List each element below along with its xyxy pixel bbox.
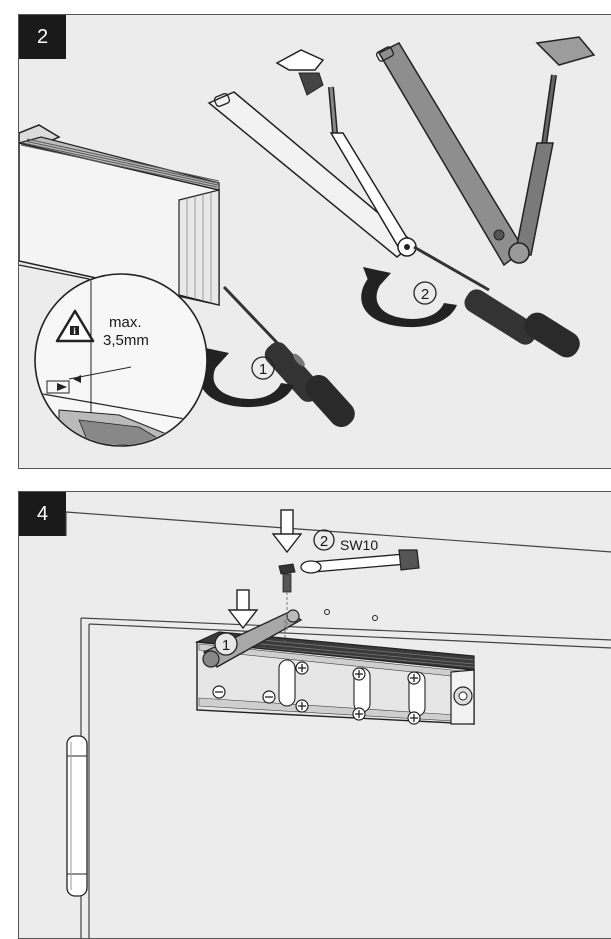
lever-arm-light [207, 49, 417, 258]
svg-text:i: i [73, 326, 76, 336]
warning-text-line-2: 3,5mm [103, 332, 149, 349]
callout-1-number: 1 [259, 361, 267, 378]
screwdriver-1 [222, 285, 355, 428]
screwdriver-2 [413, 245, 580, 358]
door-frame [65, 511, 611, 938]
callout-2-circle [413, 281, 437, 305]
step-2-panel: 2 [18, 14, 611, 469]
step-2-illustration: 1 i max. 3,5mm [19, 36, 596, 447]
bolt [278, 563, 296, 632]
step-number: 4 [36, 502, 49, 525]
door-hinge [66, 735, 88, 897]
down-arrow-1 [227, 589, 259, 630]
mounting-hole [324, 609, 330, 615]
warning-icon: i [55, 309, 95, 343]
mounting-hole [372, 615, 378, 621]
step-number-badge: 2 [19, 15, 66, 59]
callout-1-circle [251, 356, 275, 380]
callout-2-circle [313, 529, 335, 551]
magnifier-inset [34, 273, 208, 447]
lever-arm-dark [375, 36, 596, 267]
rotation-arrow-1 [199, 347, 294, 408]
warning-text-line-1: max. [109, 314, 142, 331]
step-number: 2 [36, 25, 49, 48]
wrench-size-label: SW10 [340, 537, 378, 553]
step-4-panel: 4 [18, 491, 611, 939]
door-closer-body [194, 631, 475, 725]
callout-1-number: 1 [222, 637, 230, 654]
callout-2-number: 2 [421, 286, 429, 303]
rotation-arrow-2 [361, 267, 457, 328]
wrench-icon [300, 549, 420, 574]
callout-2-number: 2 [320, 533, 328, 550]
step-number-badge: 4 [19, 492, 66, 536]
down-arrow-2 [271, 509, 303, 554]
door-closer-body [19, 124, 220, 316]
callout-1-circle [214, 632, 238, 656]
step-4-illustration: 2 SW10 1 [65, 509, 611, 938]
